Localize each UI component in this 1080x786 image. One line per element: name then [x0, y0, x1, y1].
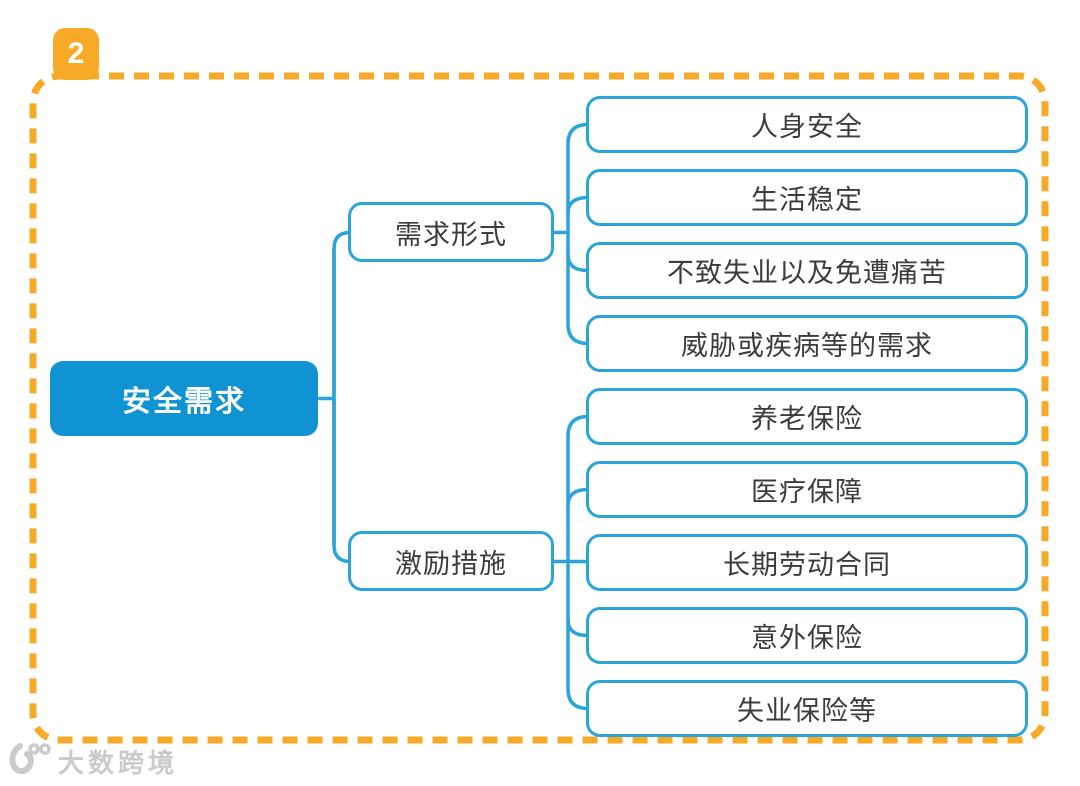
leaf-node: 医疗保障 [586, 461, 1028, 518]
branch-node-demand-forms: 需求形式 [348, 202, 554, 262]
leaf-node: 不致失业以及免遭痛苦 [586, 242, 1028, 299]
leaf-node: 人身安全 [586, 96, 1028, 153]
leaf-node: 长期劳动合同 [586, 534, 1028, 591]
leaf-node: 失业保险等 [586, 680, 1028, 737]
leaf-node: 意外保险 [586, 607, 1028, 664]
branch-node-incentive-measures: 激励措施 [348, 531, 554, 591]
root-node-security-needs: 安全需求 [50, 361, 318, 436]
page-number-badge: 2 [53, 28, 99, 80]
dashed-border [29, 72, 1049, 744]
leaf-node: 养老保险 [586, 388, 1028, 445]
watermark-brand-text: 大数跨境 [58, 748, 179, 778]
leaf-node: 威胁或疾病等的需求 [586, 315, 1028, 372]
leaf-node: 生活稳定 [586, 169, 1028, 226]
watermark: 大数跨境 [6, 740, 178, 783]
brand-logo-icon [6, 740, 52, 783]
